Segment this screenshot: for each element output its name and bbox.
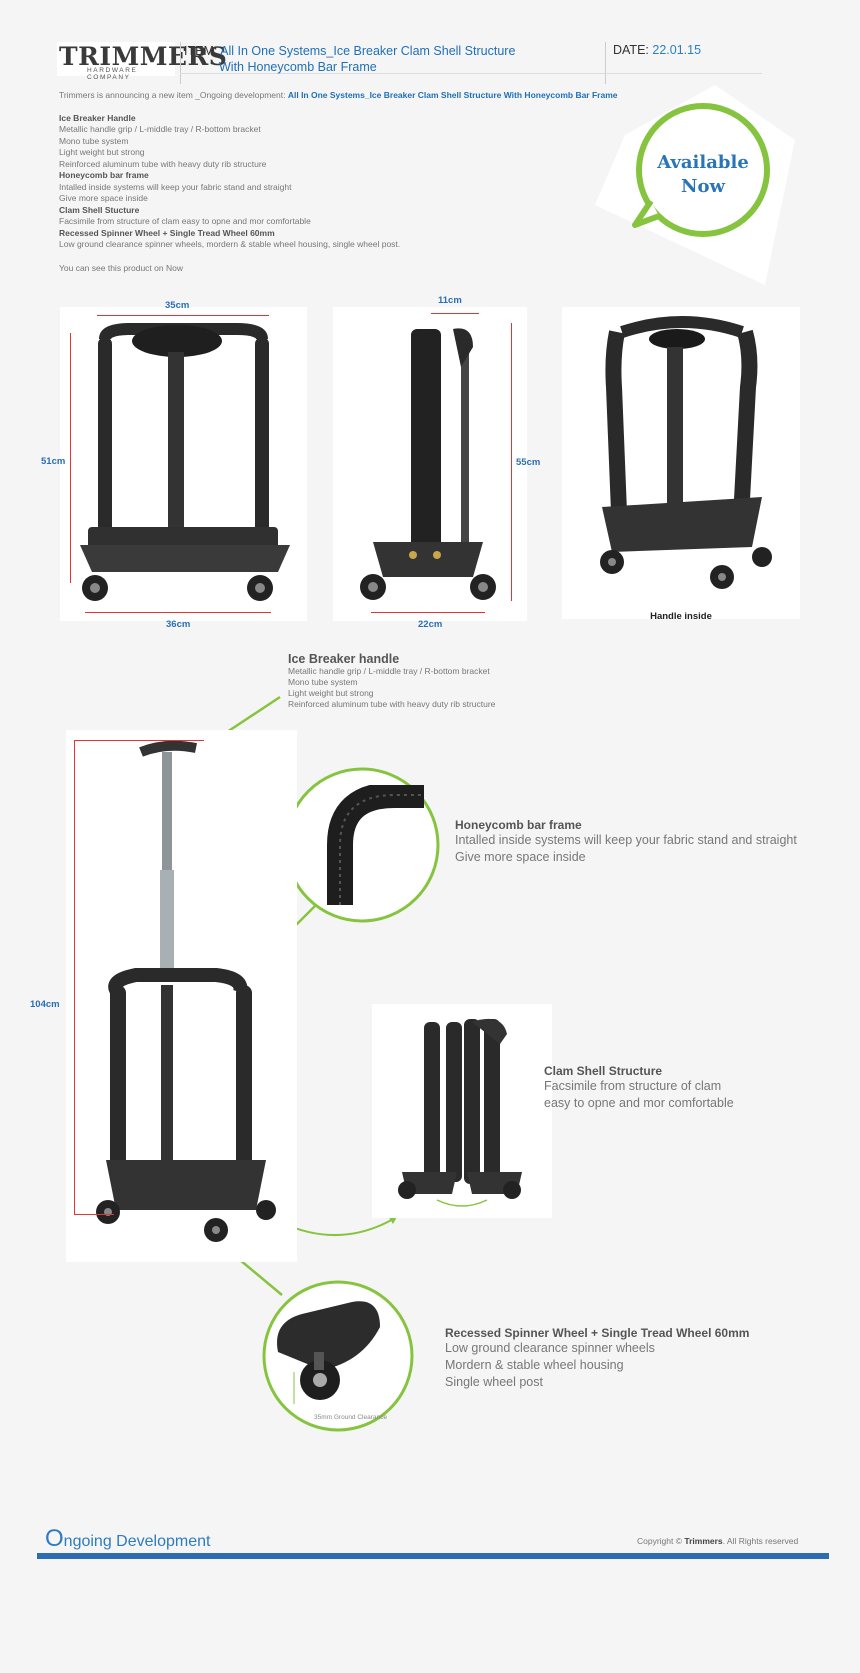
item-heading: ITEM: All In One Systems_Ice Breaker Cla…: [184, 43, 515, 75]
feature-clam-line: easy to opne and mor comfortable: [544, 1096, 734, 1110]
logo: TRIMMERS HARDWARE COMPANY: [57, 42, 227, 81]
clam-shell-photo: [372, 1004, 552, 1218]
feature-handle-line: Mono tube system: [288, 677, 358, 687]
item-title-line1: All In One Systems_Ice Breaker Clam Shel…: [220, 44, 516, 58]
dim-side-top: 11cm: [438, 295, 462, 306]
dim-arrow-tall-bottom: [74, 1214, 114, 1215]
feature-handle: Ice Breaker handle Metallic handle grip …: [288, 652, 495, 710]
badge-text: Available Now: [643, 151, 763, 199]
dim-arrow-front-left: [70, 333, 71, 583]
feature-wheel-line: Low ground clearance spinner wheels: [445, 1341, 655, 1355]
logo-wordmark: TRIMMERS: [59, 42, 228, 71]
ground-clearance-label: 35mm Ground Clearance: [314, 1414, 387, 1421]
badge-line2: Now: [681, 176, 725, 197]
dim-tall-left: 104cm: [30, 999, 60, 1010]
feature-honeycomb-title: Honeycomb bar frame: [455, 818, 582, 832]
intro-feature-line: Intalled inside systems will keep your f…: [59, 181, 292, 192]
honeycomb-zoom-photo: [300, 782, 424, 905]
intro-feature-line: Reinforced aluminum tube with heavy duty…: [59, 158, 267, 169]
front-view-photo: [60, 307, 307, 621]
feature-wheel-line: Mordern & stable wheel housing: [445, 1358, 624, 1372]
dim-arrow-side-bottom: [371, 612, 485, 613]
feature-clam-lines: Facsimile from structure of clam easy to …: [544, 1078, 734, 1112]
footer-ongoing-development: Ongoing Development: [45, 1525, 210, 1553]
intro-feature-heading: Honeycomb bar frame: [59, 170, 149, 180]
item-label: ITEM:: [184, 44, 218, 58]
wheel-zoom-photo: 35mm Ground Clearance: [262, 1292, 412, 1421]
feature-honeycomb: Honeycomb bar frame Intalled inside syst…: [455, 818, 797, 866]
item-title-line2: With Honeycomb Bar Frame: [219, 60, 377, 74]
badge-line1: Available: [657, 152, 749, 173]
feature-clam-title: Clam Shell Structure: [544, 1064, 663, 1078]
dim-arrow-front-top: [97, 315, 269, 316]
see-now-text: You can see this product on Now: [59, 262, 183, 273]
feature-handle-line: Metallic handle grip / L-middle tray / R…: [288, 666, 490, 676]
feature-handle-lines: Metallic handle grip / L-middle tray / R…: [288, 666, 495, 710]
dim-side-right: 55cm: [516, 457, 541, 468]
date-heading: DATE: 22.01.15: [613, 43, 701, 57]
copyright-brand: Trimmers: [684, 1536, 723, 1546]
intro-feature-line: Low ground clearance spinner wheels, mor…: [59, 239, 401, 249]
dim-arrow-side-top: [431, 313, 479, 314]
dim-arrow-tall-top: [74, 740, 204, 741]
feature-handle-title: Ice Breaker handle: [288, 652, 400, 666]
honeycomb-frame-image: [327, 782, 424, 905]
announcement-item: All In One Systems_Ice Breaker Clam Shel…: [287, 90, 618, 100]
dim-side-bottom: 22cm: [418, 619, 443, 630]
intro-feature-line: Metallic handle grip / L-middle tray / R…: [59, 124, 261, 134]
copyright-suffix: . All Rights reserved: [722, 1536, 799, 1546]
announcement: Trimmers is announcing a new item _Ongoi…: [59, 90, 659, 102]
spinner-wheel-image: [277, 1301, 380, 1404]
intro-feature-line: Facsimile from structure of clam easy to…: [59, 216, 311, 226]
intro-feature-heading: Ice Breaker Handle: [59, 112, 136, 123]
dim-front-bottom: 36cm: [166, 619, 191, 630]
handle-inside-caption: Handle inside: [650, 611, 712, 622]
intro-feature-heading: Clam Shell Stucture: [59, 204, 140, 215]
intro-feature-line: Mono tube system: [59, 135, 129, 146]
feature-wheel: Recessed Spinner Wheel + Single Tread Wh…: [445, 1326, 749, 1391]
badge-graphic: [595, 85, 795, 285]
intro-feature-heading: Recessed Spinner Wheel + Single Tread Wh…: [59, 227, 275, 238]
dim-arrow-tall: [74, 740, 75, 1215]
dim-front-left: 51cm: [41, 456, 66, 467]
feature-honeycomb-line: Give more space inside: [455, 850, 586, 864]
footer-initial: O: [45, 1525, 64, 1552]
dim-arrow-front-bottom: [85, 612, 271, 613]
dim-front-top: 35cm: [165, 300, 190, 311]
date-value: 22.01.15: [652, 43, 702, 57]
footer-bar: [37, 1553, 829, 1559]
feature-wheel-title: Recessed Spinner Wheel + Single Tread Wh…: [445, 1326, 750, 1340]
available-now-badge: Available Now: [595, 85, 805, 285]
clam-shell-image: [398, 1018, 522, 1207]
header-divider-date: [605, 42, 606, 84]
copyright-prefix: Copyright ©: [637, 1536, 685, 1546]
header-underline: [180, 73, 762, 74]
handle-inside-photo: Handle inside: [562, 307, 800, 622]
trolley-extended-image: [96, 740, 276, 1242]
date-label: DATE:: [613, 43, 649, 57]
feature-handle-line: Light weight but strong: [288, 688, 374, 698]
intro-block: Trimmers is announcing a new item _Ongoi…: [59, 90, 659, 274]
feature-clam: Clam Shell Structure Facsimile from stru…: [544, 1064, 734, 1112]
feature-honeycomb-line: Intalled inside systems will keep your f…: [455, 833, 797, 847]
trolley-front-image: [80, 323, 290, 601]
extended-trolley-photo: [66, 730, 297, 1262]
feature-clam-line: Facsimile from structure of clam: [544, 1079, 722, 1093]
footer-copyright: Copyright © Trimmers. All Rights reserve…: [637, 1536, 798, 1546]
trolley-side-image: [360, 328, 496, 600]
intro-feature-line: Give more space inside: [59, 193, 148, 203]
logo-subtitle: HARDWARE COMPANY: [87, 67, 138, 81]
trolley-handle-inside-image: [600, 316, 772, 589]
feature-honeycomb-lines: Intalled inside systems will keep your f…: [455, 832, 797, 866]
side-view-photo: [333, 307, 527, 621]
announcement-prefix: Trimmers is announcing a new item _Ongoi…: [59, 90, 286, 100]
footer-title-rest: ngoing Development: [63, 1533, 211, 1550]
feature-handle-line: Reinforced aluminum tube with heavy duty…: [288, 699, 496, 709]
dim-arrow-side-right: [511, 323, 512, 601]
intro-feature-line: Light weight but strong: [59, 147, 145, 157]
header-divider: [180, 42, 181, 84]
feature-wheel-line: Single wheel post: [445, 1375, 543, 1389]
